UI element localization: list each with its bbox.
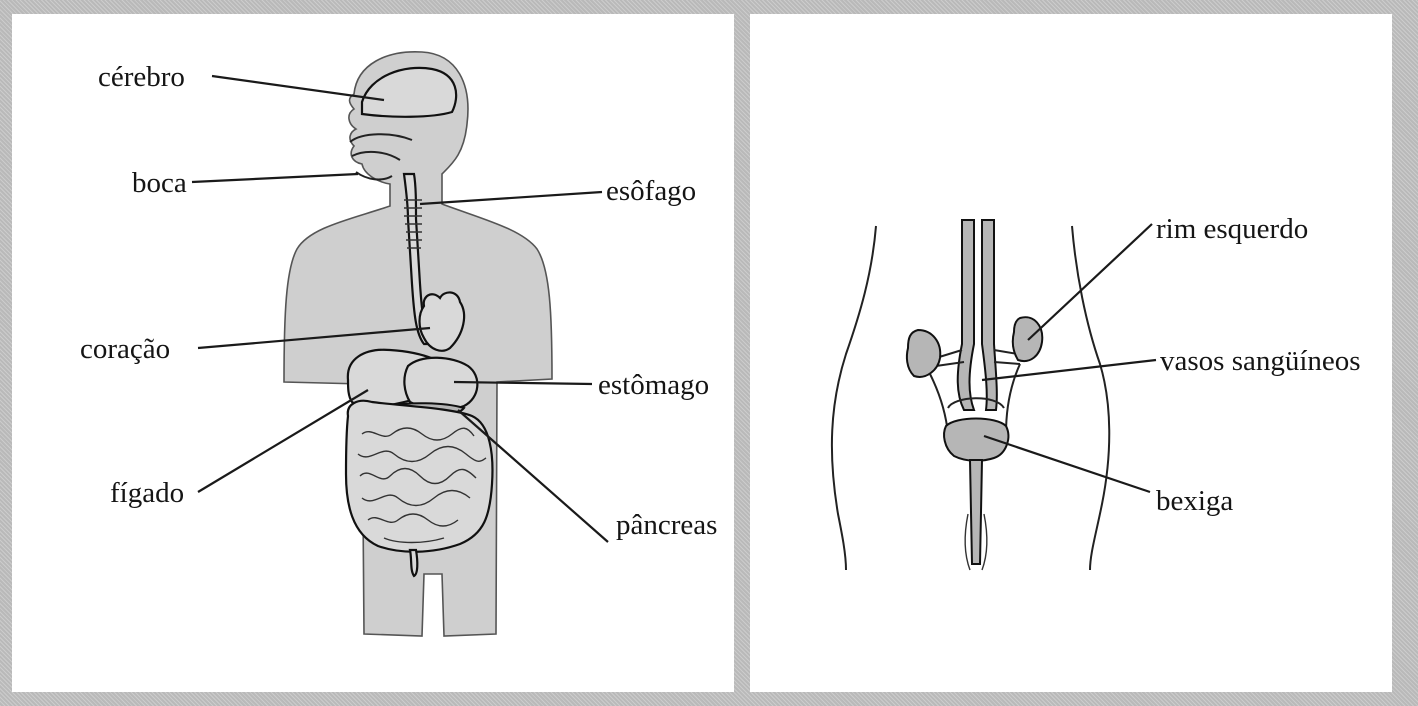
urinary-system-illustration: rim esquerdo vasos sangüíneos bexiga [750,14,1392,692]
leader-esofago [420,192,602,204]
leader-rim-esquerdo [1028,224,1152,340]
label-bexiga: bexiga [1156,485,1233,517]
leader-bexiga [984,436,1150,492]
bladder-shape [944,419,1008,461]
body-outline-right [1072,226,1109,570]
panel-urinary-system: rim esquerdo vasos sangüíneos bexiga [750,14,1392,692]
label-cerebro: cérebro [98,61,185,93]
leader-figado [198,390,368,492]
label-rim-esquerdo: rim esquerdo [1156,213,1308,245]
right-kidney-shape [907,330,940,377]
label-estomago: estômago [598,369,709,401]
label-pancreas: pâncreas [616,509,717,541]
leader-boca [192,174,358,182]
urethra-shape [970,460,982,564]
label-boca: boca [132,167,187,199]
panel-body-organs: cérebro boca esôfago coração estômago fí… [12,14,734,692]
body-outline-left [832,226,876,570]
label-vasos-sanguineos: vasos sangüíneos [1160,345,1361,377]
stomach-shape [404,358,477,410]
aorta-shape [958,220,974,410]
label-figado: fígado [110,477,184,509]
body-organs-illustration: cérebro boca esôfago coração estômago fí… [12,14,734,692]
label-coracao: coração [80,333,170,365]
renal-vessels [936,350,1020,366]
vena-cava-shape [982,220,997,410]
label-esofago: esôfago [606,175,696,207]
